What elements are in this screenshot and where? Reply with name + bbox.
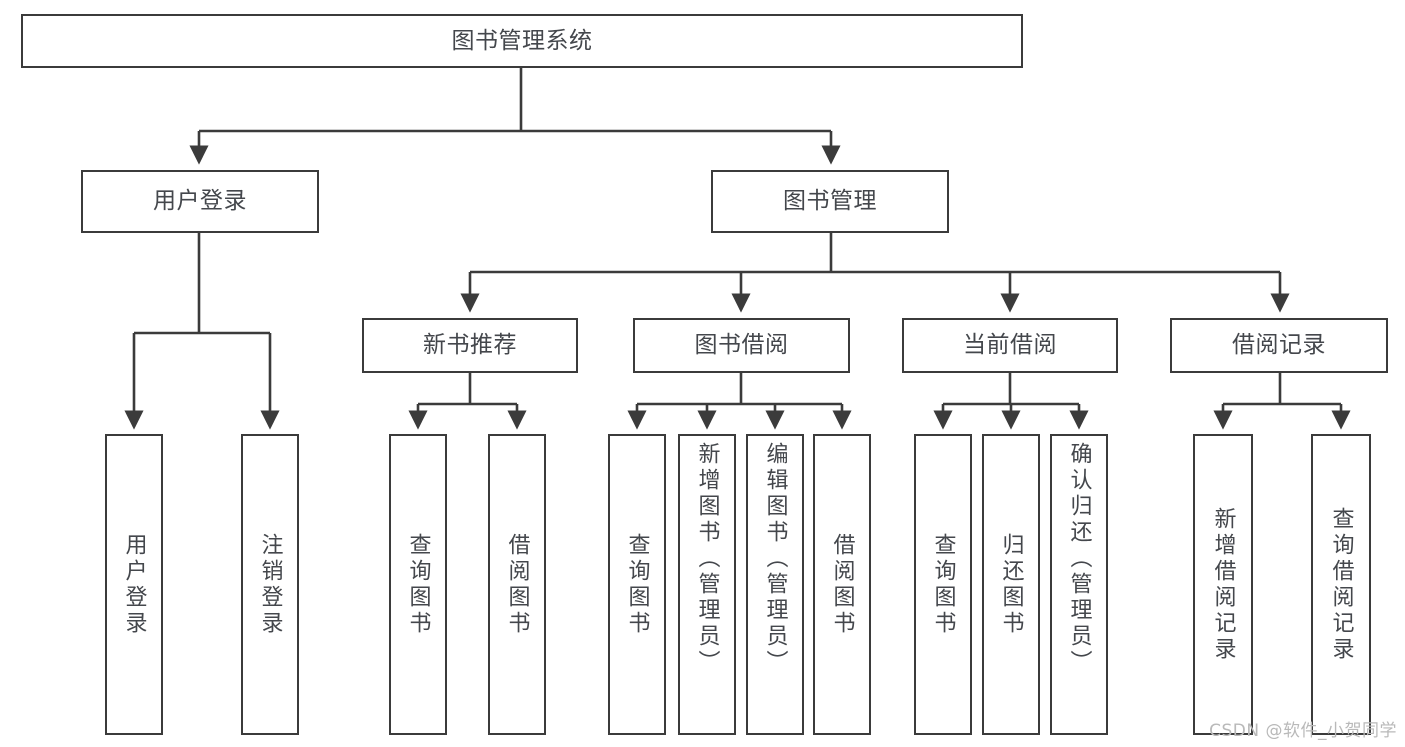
node-label: 归还图书 xyxy=(998,532,1024,637)
node-label: 编辑图书（管理员） xyxy=(762,442,788,676)
node-label: 新增借阅记录 xyxy=(1210,506,1236,663)
leaf-add-book-admin[interactable]: 新增图书（管理员） xyxy=(678,434,736,735)
node-label: 用户登录 xyxy=(121,532,147,637)
node-book-management[interactable]: 图书管理 xyxy=(711,170,949,233)
node-label: 当前借阅 xyxy=(963,332,1057,359)
node-label: 确认归还（管理员） xyxy=(1066,442,1092,676)
node-label: 查询图书 xyxy=(405,532,431,637)
leaf-return-book[interactable]: 归还图书 xyxy=(982,434,1040,735)
leaf-query-book-3[interactable]: 查询图书 xyxy=(914,434,972,735)
node-label: 借阅图书 xyxy=(829,532,855,637)
leaf-edit-book-admin[interactable]: 编辑图书（管理员） xyxy=(746,434,804,735)
node-new-book-recommendation[interactable]: 新书推荐 xyxy=(362,318,578,373)
leaf-user-login[interactable]: 用户登录 xyxy=(105,434,163,735)
leaf-confirm-return-admin[interactable]: 确认归还（管理员） xyxy=(1050,434,1108,735)
node-label: 查询图书 xyxy=(930,532,956,637)
node-user-login[interactable]: 用户登录 xyxy=(81,170,319,233)
node-root-system[interactable]: 图书管理系统 xyxy=(21,14,1023,68)
node-current-borrowing[interactable]: 当前借阅 xyxy=(902,318,1118,373)
node-book-borrowing[interactable]: 图书借阅 xyxy=(633,318,850,373)
node-label: 注销登录 xyxy=(257,532,283,637)
leaf-add-borrow-record[interactable]: 新增借阅记录 xyxy=(1193,434,1253,735)
node-label: 借阅图书 xyxy=(504,532,530,637)
watermark-text: CSDN @软件_小贺同学 xyxy=(1209,721,1397,741)
node-label: 新增图书（管理员） xyxy=(694,442,720,676)
node-label: 图书借阅 xyxy=(694,332,789,359)
node-label: 查询图书 xyxy=(624,532,650,637)
leaf-query-book-1[interactable]: 查询图书 xyxy=(389,434,447,735)
node-label: 图书管理 xyxy=(783,188,877,215)
leaf-query-book-2[interactable]: 查询图书 xyxy=(608,434,666,735)
leaf-borrow-book-2[interactable]: 借阅图书 xyxy=(813,434,871,735)
node-borrow-records[interactable]: 借阅记录 xyxy=(1170,318,1388,373)
node-label: 图书管理系统 xyxy=(451,27,593,54)
leaf-borrow-book-1[interactable]: 借阅图书 xyxy=(488,434,546,735)
node-label: 用户登录 xyxy=(153,188,247,215)
leaf-logout[interactable]: 注销登录 xyxy=(241,434,299,735)
leaf-query-borrow-record[interactable]: 查询借阅记录 xyxy=(1311,434,1371,735)
node-label: 查询借阅记录 xyxy=(1328,506,1354,663)
node-label: 借阅记录 xyxy=(1232,332,1326,359)
node-label: 新书推荐 xyxy=(423,332,517,359)
